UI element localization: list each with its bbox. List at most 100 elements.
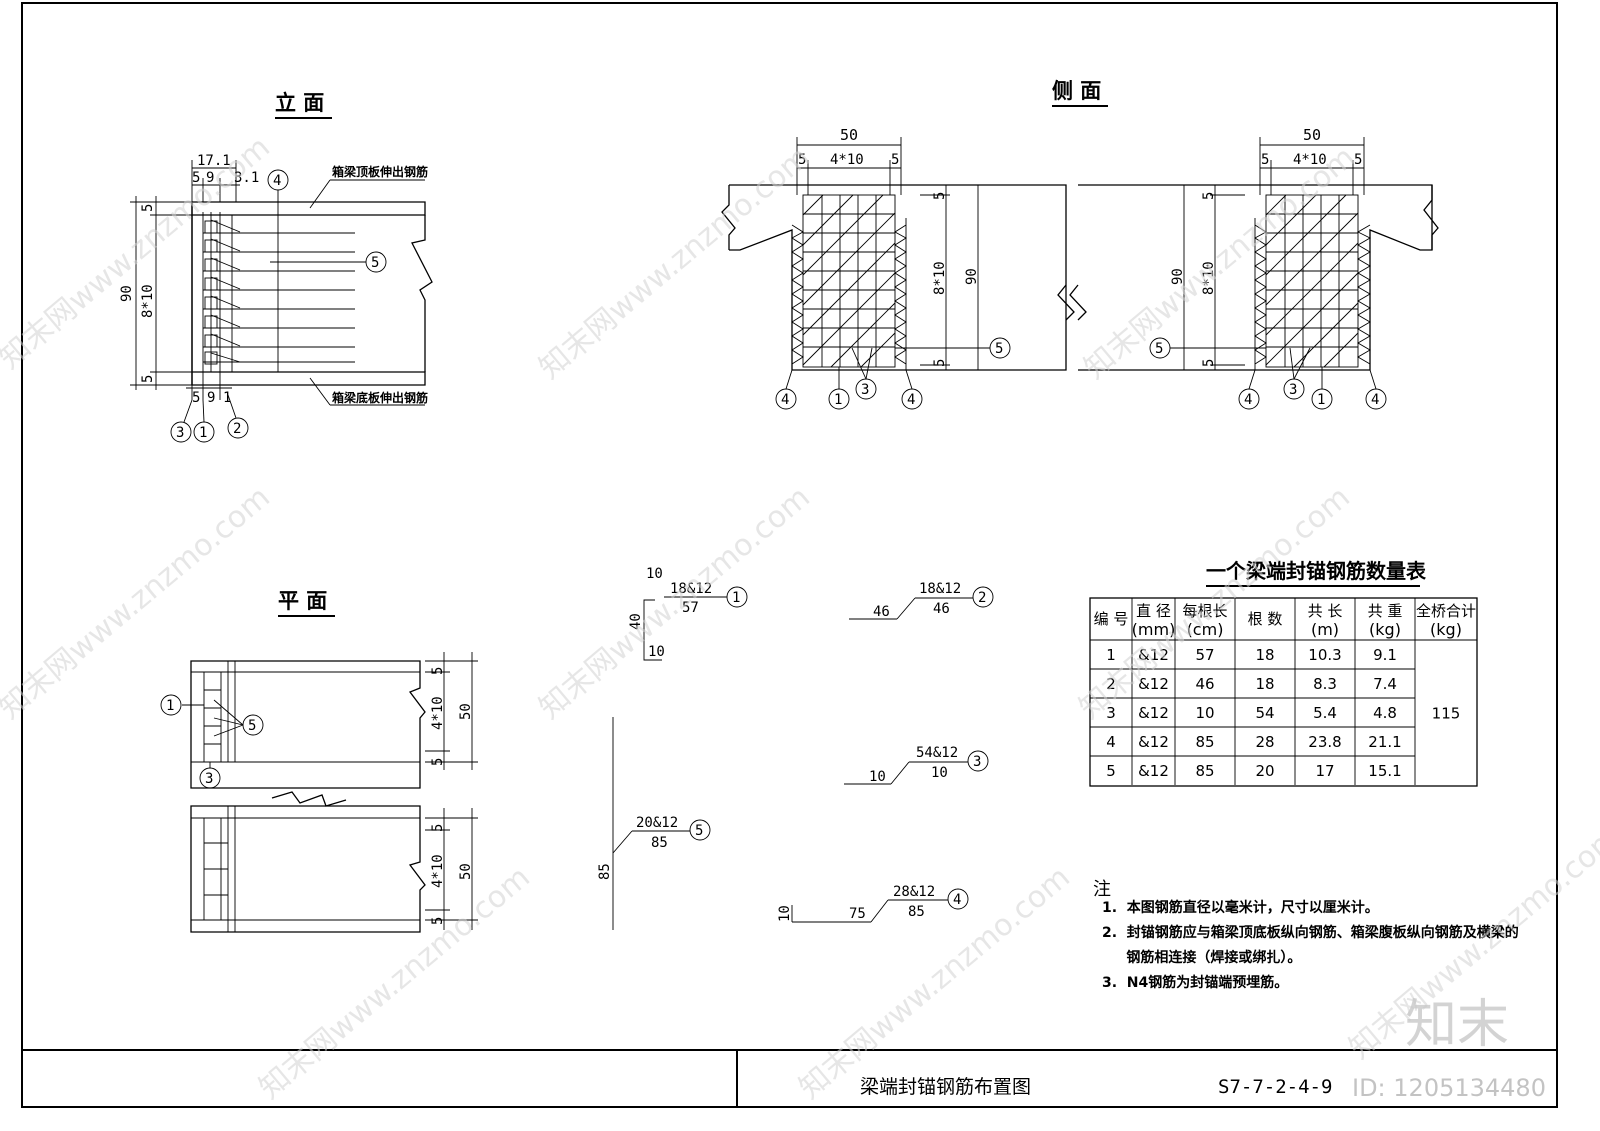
side-title: 侧 面 <box>1052 79 1101 103</box>
table-header-4-line2: (m) <box>1311 620 1339 639</box>
rebar-5-lines <box>203 232 355 363</box>
table-cell-r0-c1: &12 <box>1138 646 1169 664</box>
table-header-5-line2: (kg) <box>1369 620 1401 639</box>
svg-text:18&12: 18&12 <box>919 581 961 597</box>
svg-text:8*10: 8*10 <box>1201 261 1217 295</box>
rebar-shape-5: 85 20&12 85 5 <box>597 717 711 930</box>
svg-text:8*10: 8*10 <box>932 261 948 295</box>
elev-mark-5: 5 <box>371 255 379 271</box>
svg-text:5: 5 <box>1201 192 1217 200</box>
shape-mark-3: 3 <box>973 754 981 770</box>
table-header-1-line1: 直 径 <box>1136 602 1171 620</box>
svg-text:57: 57 <box>682 600 699 616</box>
svg-text:50: 50 <box>1303 126 1321 144</box>
svg-text:5: 5 <box>140 204 156 212</box>
watermark-text-5: 知末网www.znzmo.com <box>533 480 817 726</box>
side-left-mark-3: 3 <box>861 382 869 398</box>
svg-text:4*10: 4*10 <box>830 152 864 168</box>
svg-text:5: 5 <box>932 192 948 200</box>
table-cell-r2-c1: &12 <box>1138 704 1169 722</box>
table-title: 一个梁端封锚钢筋数量表 <box>1206 559 1427 583</box>
table-header-6-line1: 全桥合计 <box>1416 602 1476 620</box>
plan-title: 平 面 <box>278 589 327 613</box>
svg-text:46: 46 <box>933 601 950 617</box>
table-cell-r4-c5: 15.1 <box>1368 762 1401 780</box>
svg-text:5: 5 <box>932 359 948 367</box>
elevation-view: 立 面 <box>119 91 433 443</box>
table-cell-r3-c3: 28 <box>1255 733 1274 751</box>
note-line-4: 3. N4钢筋为封锚端预埋筋。 <box>1102 974 1288 991</box>
table-cell-r1-c0: 2 <box>1106 675 1116 693</box>
table-cell-r1-c2: 46 <box>1195 675 1214 693</box>
table-header-2-line2: (cm) <box>1187 620 1224 639</box>
watermark-text-2: 知末网www.znzmo.com <box>533 140 817 386</box>
table-cell-r3-c5: 21.1 <box>1368 733 1401 751</box>
table-header-5-line1: 共 重 <box>1368 602 1403 620</box>
shape-mark-2: 2 <box>978 590 986 606</box>
side-right-mark-3: 3 <box>1289 382 1297 398</box>
table-cell-r4-c0: 5 <box>1106 762 1116 780</box>
table-header-2-line1: 每根长 <box>1182 602 1227 620</box>
drawing-number: S7-7-2-4-9 <box>1218 1076 1332 1098</box>
table-cell-r4-c3: 20 <box>1255 762 1274 780</box>
plan-mark-1: 1 <box>166 698 174 714</box>
elev-mark-3: 3 <box>176 425 184 441</box>
svg-text:28&12: 28&12 <box>893 884 935 900</box>
rebar-shape-4: 10 75 28&12 85 4 <box>777 884 969 923</box>
watermark-id: ID: 1205134480 <box>1352 1074 1546 1102</box>
svg-text:46: 46 <box>873 604 890 620</box>
svg-text:3.1: 3.1 <box>234 170 259 186</box>
table-cell-r3-c4: 23.8 <box>1308 733 1341 751</box>
svg-text:54&12: 54&12 <box>916 745 958 761</box>
svg-text:9: 9 <box>206 170 214 186</box>
shape-mark-4: 4 <box>953 892 961 908</box>
table-cell-r3-c2: 85 <box>1195 733 1214 751</box>
svg-text:1: 1 <box>223 390 231 406</box>
notes-title: 注 <box>1093 879 1111 900</box>
table-cell-r0-c0: 1 <box>1106 646 1116 664</box>
svg-text:5: 5 <box>430 824 446 832</box>
watermark-brand: 知末 <box>1405 995 1509 1055</box>
svg-text:4*10: 4*10 <box>1293 152 1327 168</box>
svg-text:10: 10 <box>869 769 886 785</box>
rebar-shape-1: 10 18&12 57 40 10 1 <box>628 566 748 661</box>
svg-text:50: 50 <box>458 863 474 880</box>
svg-text:5: 5 <box>1201 359 1217 367</box>
svg-text:5: 5 <box>798 152 806 168</box>
elev-mark-1: 1 <box>199 425 207 441</box>
side-right-mark-1: 1 <box>1317 392 1325 408</box>
table-cell-r2-c4: 5.4 <box>1313 704 1337 722</box>
table-cell-r2-c3: 54 <box>1255 704 1274 722</box>
table-header-3: 根 数 <box>1248 610 1283 628</box>
svg-text:4*10: 4*10 <box>430 854 446 888</box>
table-cell-r0-c3: 18 <box>1255 646 1274 664</box>
table-cell-r3-c1: &12 <box>1138 733 1169 751</box>
side-right-mark-5: 5 <box>1155 341 1163 357</box>
side-left-mark-4b: 4 <box>907 392 915 408</box>
sheet-border <box>21 2 1558 1108</box>
table-cell-r1-c3: 18 <box>1255 675 1274 693</box>
note-line-3: 钢筋相连接（焊接或绑扎）。 <box>1102 949 1301 966</box>
svg-text:10: 10 <box>931 765 948 781</box>
svg-text:85: 85 <box>651 835 668 851</box>
svg-text:5: 5 <box>192 170 200 186</box>
table-cell-r1-c5: 7.4 <box>1373 675 1397 693</box>
elevation-title: 立 面 <box>275 91 324 115</box>
svg-text:90: 90 <box>119 285 135 302</box>
table-cell-r1-c4: 8.3 <box>1313 675 1337 693</box>
svg-text:20&12: 20&12 <box>636 815 678 831</box>
table-header-1-line2: (mm) <box>1132 620 1176 639</box>
plan-view: 平 面 5 4*10 <box>160 589 478 933</box>
svg-text:85: 85 <box>597 863 613 880</box>
svg-text:75: 75 <box>849 906 866 922</box>
svg-text:50: 50 <box>840 126 858 144</box>
side-left-mark-1: 1 <box>834 392 842 408</box>
rebar-shape-2: 46 18&12 46 2 <box>849 581 994 620</box>
side-right-mark-4b: 4 <box>1371 392 1379 408</box>
svg-text:8*10: 8*10 <box>140 284 156 318</box>
svg-text:90: 90 <box>964 268 980 285</box>
svg-text:17.1: 17.1 <box>197 153 231 169</box>
table-cell-r1-c1: &12 <box>1138 675 1169 693</box>
shape-mark-5: 5 <box>695 823 703 839</box>
svg-text:10: 10 <box>646 566 663 582</box>
